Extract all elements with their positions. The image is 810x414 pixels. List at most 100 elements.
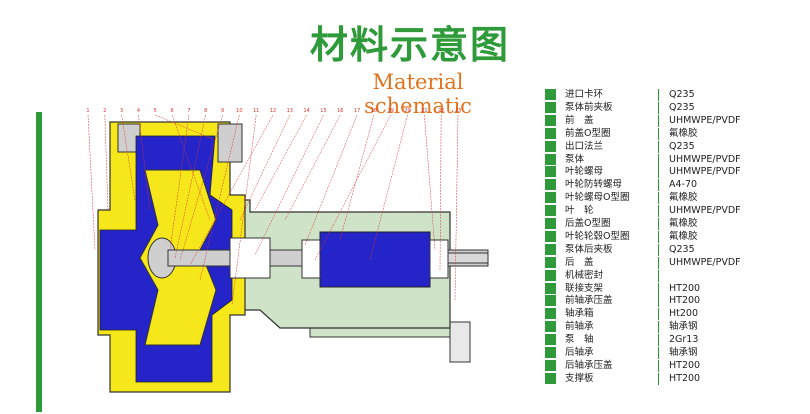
callout-leader: [104, 114, 109, 211]
callout-leader: [254, 114, 324, 256]
part-name: 泵 轴: [565, 334, 594, 346]
part-divider: [658, 179, 659, 192]
part-marker: [545, 114, 556, 126]
part-marker: [545, 308, 556, 320]
part-material: 氟橡胶: [669, 230, 698, 242]
part-row: 前盖O型圈 氟橡胶: [540, 127, 810, 140]
callout-leader: [174, 114, 206, 259]
part-marker: [545, 282, 556, 294]
part-name: 叶轮螺母O型圈: [565, 192, 630, 204]
callout-leader: [369, 114, 408, 261]
callout-number: 13: [287, 108, 293, 114]
part-row: 叶轮螺母O型圈 氟橡胶: [540, 191, 810, 205]
part-row: 泵 轴 2Gr13: [540, 333, 810, 347]
part-divider: [658, 308, 659, 321]
callout-leader: [424, 114, 436, 251]
part-material: 氟橡胶: [669, 192, 698, 204]
part-row: 叶轮防转螺母 A4-70: [540, 178, 810, 192]
part-divider: [658, 166, 659, 179]
callout-leader: [179, 114, 223, 261]
part-name: 前轴承: [565, 321, 594, 333]
part-divider: [658, 127, 659, 140]
part-name: 前盖O型圈: [565, 127, 611, 139]
shaft-end: [447, 252, 489, 264]
part-divider: [658, 89, 659, 101]
part-divider: [658, 372, 659, 385]
part-divider: [658, 101, 659, 114]
part-material: Q235: [669, 89, 695, 100]
part-row: 前轴承压盖 HT200: [540, 294, 810, 308]
callout-number: 23: [455, 108, 461, 114]
part-material: UHMWPE/PVDF: [669, 166, 741, 178]
mechanical-seal: [229, 237, 271, 279]
callout-number: 17: [354, 108, 360, 114]
part-name: 后盖O型圈: [565, 218, 611, 229]
callout-number: 10: [236, 108, 242, 114]
part-material: 氟橡胶: [669, 127, 698, 139]
part-row: 前轴承 轴承钢: [540, 320, 810, 334]
part-name: 泵体后夹板: [565, 243, 613, 255]
part-name: 轴承箱: [565, 308, 594, 320]
part-name: 后轴承压盖: [565, 359, 613, 371]
part-divider: [658, 153, 659, 166]
part-marker: [545, 218, 556, 229]
part-name: 后 盖: [565, 256, 594, 268]
part-row: 后盖O型圈氟橡胶: [540, 217, 810, 230]
callout-number: 21: [421, 108, 427, 114]
callout-leader: [155, 114, 216, 141]
part-marker: [545, 334, 556, 346]
part-name: 联接支架: [565, 282, 604, 294]
callout-leader: [169, 114, 190, 251]
part-row: 后 盖 UHMWPE/PVDF: [540, 256, 810, 269]
part-marker: [545, 295, 556, 307]
callout-number: 1: [86, 108, 89, 114]
part-material: HT200: [669, 282, 701, 294]
part-divider: [658, 282, 659, 295]
callout-leader: [304, 114, 358, 246]
part-marker: [545, 179, 556, 191]
callout-number: 9: [221, 108, 224, 114]
callout-leader: [138, 114, 151, 211]
part-name: 叶轮防转螺母: [565, 179, 623, 191]
callout-leader: [439, 114, 442, 271]
part-material: UHMWPE/PVDF: [669, 256, 741, 268]
part-divider: [658, 140, 659, 153]
part-material: 2Gr13: [669, 334, 699, 346]
part-name: 泵体前夹板: [565, 101, 613, 113]
part-material: HT200: [669, 295, 701, 307]
part-name: 进口卡环: [565, 89, 604, 100]
part-material: A4-70: [669, 179, 698, 191]
part-material: Q235: [669, 101, 695, 113]
part-marker: [545, 127, 556, 139]
part-divider: [658, 359, 659, 372]
part-row: 泵体前夹板 Q235: [540, 101, 810, 114]
part-material: 轴承钢: [669, 347, 698, 358]
page-title: 材料示意图: [309, 23, 510, 67]
part-material: HT200: [669, 372, 701, 384]
part-marker: [545, 101, 556, 113]
part-marker: [545, 153, 556, 165]
part-material: UHMWPE/PVDF: [669, 153, 741, 165]
part-divider: [658, 114, 659, 127]
part-marker: [545, 89, 556, 100]
part-name: 叶 轮: [565, 205, 594, 217]
callout-number: 2: [103, 108, 106, 114]
rear-bearing: [429, 239, 449, 279]
part-divider: [658, 256, 659, 269]
part-material: 轴承钢: [669, 321, 698, 333]
part-row: 叶轮轮毂O型圈氟橡胶: [540, 230, 810, 243]
callout-number: 8: [204, 108, 207, 114]
part-marker: [545, 269, 556, 281]
part-name: 前轴承压盖: [565, 295, 613, 307]
callout-number: 5: [154, 108, 157, 114]
